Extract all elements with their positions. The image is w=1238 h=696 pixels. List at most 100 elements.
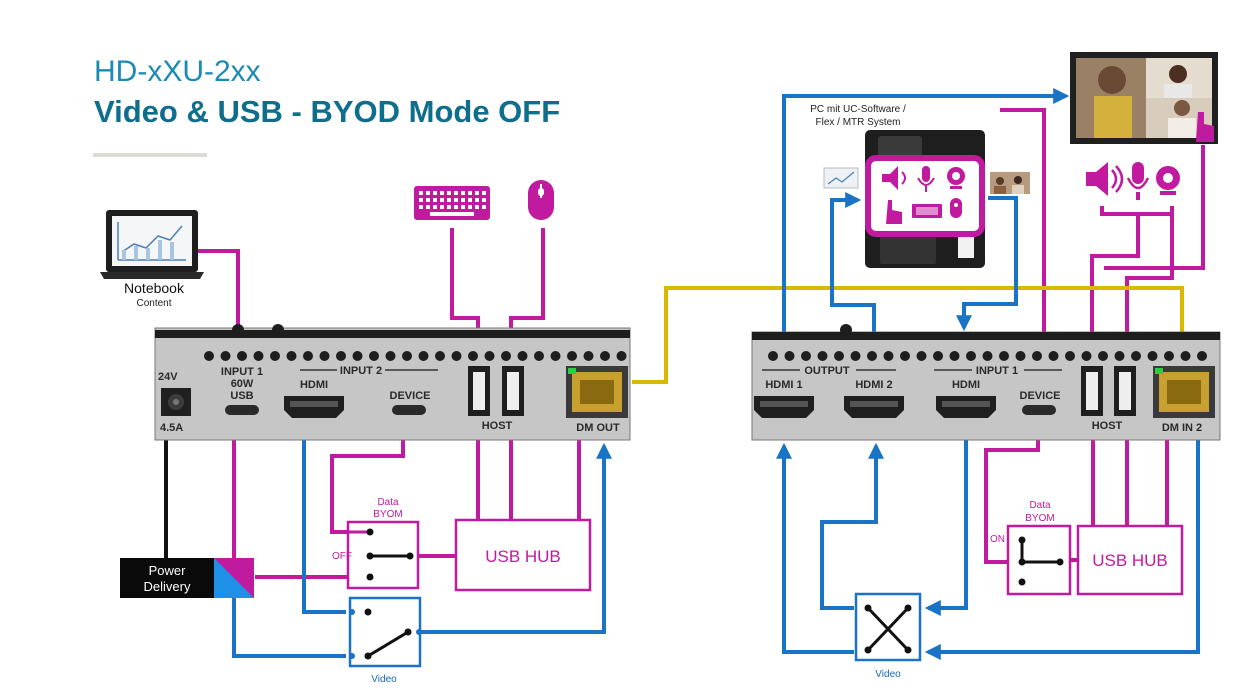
- vent-dot: [237, 351, 247, 361]
- key: [419, 191, 423, 195]
- spacebar: [430, 212, 474, 216]
- vent-dot: [916, 351, 927, 361]
- byom-switch-right: [1006, 524, 1072, 596]
- notebook: Notebook Content: [100, 210, 204, 309]
- vent-dot: [1147, 351, 1158, 361]
- vent-dot: [270, 351, 280, 361]
- notebook-sublabel: Content: [136, 298, 171, 309]
- key: [440, 205, 444, 209]
- key: [461, 205, 465, 209]
- vent-dot: [966, 351, 976, 361]
- key: [475, 205, 479, 209]
- vent-dot: [1015, 351, 1026, 361]
- key: [433, 191, 437, 195]
- key: [440, 198, 444, 202]
- vent-dot: [352, 351, 363, 361]
- byom-left-label-line1: Data: [377, 497, 399, 508]
- pc-label-line2: Flex / MTR System: [815, 117, 900, 128]
- vent-dot: [418, 351, 429, 361]
- byom-left-state: OFF: [332, 551, 352, 562]
- page-title: Video & USB - BYOD Mode OFF: [94, 94, 560, 129]
- video-switch-left: [348, 596, 422, 668]
- key: [433, 205, 437, 209]
- vent-dot: [1131, 351, 1141, 361]
- usb-hub-right-label: USB HUB: [1092, 551, 1168, 570]
- key: [468, 191, 472, 195]
- vent-dot: [484, 351, 495, 361]
- keyboard-icon: [414, 186, 490, 220]
- vent-dot: [933, 351, 943, 361]
- key: [419, 205, 423, 209]
- vent-dot: [784, 351, 795, 361]
- device-label-right: DEVICE: [1020, 390, 1061, 402]
- wires: [164, 88, 1205, 660]
- key: [482, 191, 486, 195]
- speaker-icon: [1086, 162, 1108, 196]
- hdmi-label-right: HDMI: [952, 379, 980, 391]
- input1-usb: USB: [230, 390, 253, 402]
- vent-dot: [817, 351, 828, 361]
- vent-dot: [468, 351, 478, 361]
- power-label: 24V: [158, 371, 178, 383]
- byom-switch-left: [346, 520, 420, 590]
- mic-icon-pc: [922, 166, 930, 182]
- host-label-right: HOST: [1092, 420, 1123, 432]
- hdmi2-label: HDMI 2: [855, 379, 892, 391]
- vent-dot: [402, 351, 412, 361]
- key: [482, 205, 486, 209]
- key: [461, 191, 465, 195]
- key: [468, 205, 472, 209]
- usb-hub-right: USB HUB: [1076, 524, 1184, 596]
- video-matrix-right: [854, 592, 922, 662]
- vent-dot: [303, 351, 313, 361]
- peripherals-right: [1086, 162, 1180, 200]
- device-label-left: DEVICE: [390, 390, 431, 402]
- key: [426, 198, 430, 202]
- vent-dot: [567, 351, 577, 361]
- usb-hub-left: USB HUB: [454, 518, 592, 592]
- microphone-icon: [1132, 162, 1144, 184]
- vent-dot: [616, 351, 627, 361]
- vent-dot: [253, 351, 264, 361]
- vent-dot: [385, 351, 396, 361]
- vent-dot: [336, 351, 346, 361]
- key: [454, 205, 458, 209]
- input1-label: INPUT 1: [221, 366, 263, 378]
- mouse-icon-pc: [950, 198, 962, 218]
- vent-dot: [949, 351, 960, 361]
- vent-dot: [999, 351, 1009, 361]
- video-left-label: Video: [371, 674, 397, 685]
- vent-dot: [550, 351, 561, 361]
- vent-dot: [768, 351, 778, 361]
- touch-icon-display: [1196, 112, 1214, 142]
- vent-dot: [1048, 351, 1059, 361]
- key: [475, 198, 479, 202]
- uc-pc-icon: [865, 130, 985, 268]
- vent-dot: [900, 351, 910, 361]
- key: [447, 191, 451, 195]
- vent-dot: [982, 351, 993, 361]
- mouse-icon: [528, 180, 554, 220]
- key: [419, 198, 423, 202]
- vent-dot: [369, 351, 379, 361]
- vent-dot: [286, 351, 297, 361]
- pc-label-line1: PC mit UC-Software /: [810, 104, 906, 115]
- power-delivery: Power Delivery: [120, 558, 254, 598]
- input1-watts: 60W: [231, 378, 254, 390]
- vent-dot: [867, 351, 877, 361]
- vent-dot: [850, 351, 861, 361]
- key: [447, 198, 451, 202]
- key: [475, 191, 479, 195]
- input1-header-right: INPUT 1: [976, 365, 1018, 377]
- byom-right-state: ON: [990, 534, 1005, 545]
- chart-icon: [117, 222, 186, 261]
- vent-dot: [451, 351, 462, 361]
- vent-dot: [220, 351, 231, 361]
- key: [426, 191, 430, 195]
- key: [482, 198, 486, 202]
- key: [447, 205, 451, 209]
- usb-hub-left-label: USB HUB: [485, 547, 561, 566]
- vent-dot: [1197, 351, 1207, 361]
- host-label-left: HOST: [482, 420, 513, 432]
- usbc-port-device-left: [392, 405, 426, 415]
